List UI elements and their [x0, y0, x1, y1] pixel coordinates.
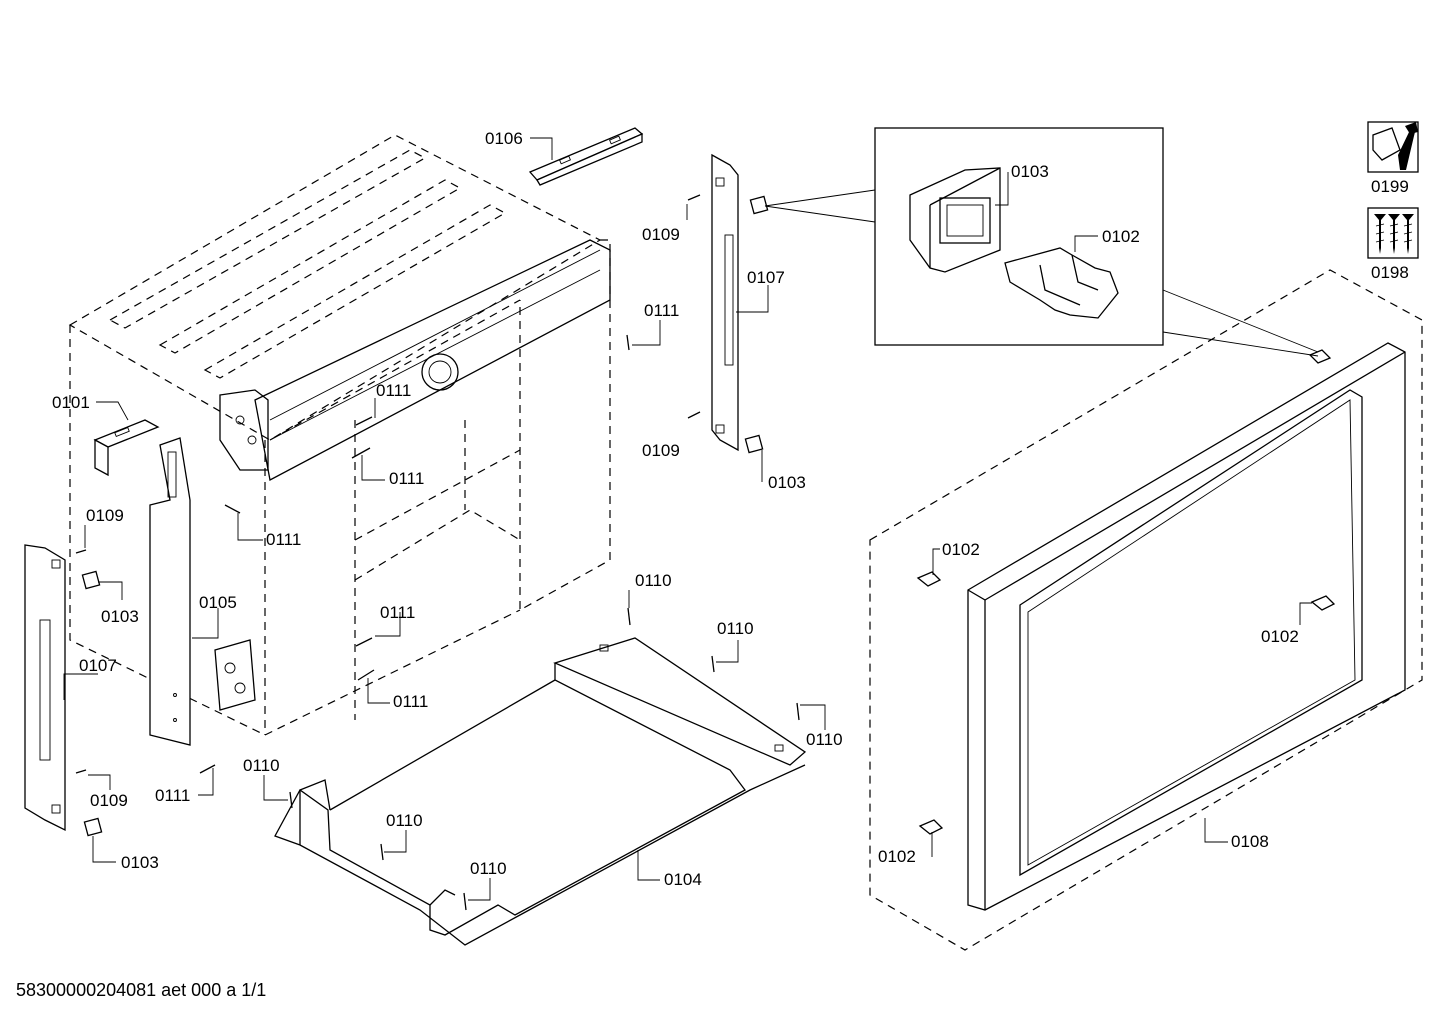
part-0108-door-frame: [869, 269, 1423, 951]
label-0111-f: 0111: [393, 692, 428, 711]
label-0106: 0106: [485, 129, 523, 148]
label-0104: 0104: [664, 870, 702, 889]
label-0111-e: 0111: [380, 603, 415, 622]
part-0101-bracket: [93, 419, 160, 477]
part-0105-bar: [149, 437, 191, 746]
part-0106-bracket: [528, 127, 644, 186]
part-0103-clips: [81, 195, 769, 837]
label-0109-bottom: 0109: [90, 791, 128, 810]
label-0111-a: 0111: [644, 301, 679, 320]
label-0110-c: 0110: [806, 730, 843, 749]
label-0102-d: 0102: [878, 847, 916, 866]
label-0103-c: 0103: [121, 853, 159, 872]
label-0110-d: 0110: [243, 756, 280, 775]
part-0104-bottom-plate: [274, 637, 807, 946]
screw-set-icon: [1367, 207, 1419, 259]
label-0102-b: 0102: [942, 540, 980, 559]
oven-housing: [68, 134, 611, 736]
label-0101: 0101: [52, 393, 90, 412]
label-0111-b: 0111: [376, 381, 411, 400]
label-0103-b: 0103: [101, 607, 139, 626]
part-0107-left-rail: [24, 544, 66, 832]
label-0110-a: 0110: [635, 571, 672, 590]
label-0107-right: 0107: [747, 268, 785, 287]
label-0199: 0199: [1371, 177, 1409, 196]
label-0198: 0198: [1371, 263, 1409, 282]
label-0103-d: 0103: [1011, 162, 1049, 181]
part-labels: 0106 0109 0107 0111 0109 0103 0101 0111 …: [52, 129, 1409, 889]
screws: [75, 194, 800, 911]
label-0109-left: 0109: [86, 506, 124, 525]
label-0111-c: 0111: [389, 469, 424, 488]
label-0102-c: 0102: [1261, 627, 1299, 646]
label-0107-left: 0107: [79, 656, 117, 675]
label-0111-d: 0111: [266, 530, 301, 549]
label-0108: 0108: [1231, 832, 1269, 851]
label-0110-f: 0110: [470, 859, 507, 878]
document-id-footer: 58300000204081 aet 000 a 1/1: [16, 980, 267, 1000]
label-0110-b: 0110: [717, 619, 754, 638]
part-0107-right-rail: [711, 153, 739, 452]
label-0109-top: 0109: [642, 225, 680, 244]
label-0105: 0105: [199, 593, 237, 612]
label-0109-mid: 0109: [642, 441, 680, 460]
leader-lines: [63, 137, 1312, 901]
wrench-nut-icon: [1367, 121, 1419, 173]
control-panel: [214, 239, 611, 711]
label-0111-g: 0111: [155, 786, 190, 805]
detail-inset: [764, 127, 1319, 357]
label-0110-e: 0110: [386, 811, 423, 830]
label-0102-a: 0102: [1102, 227, 1140, 246]
part-0102-clips: [916, 349, 1336, 835]
label-0103-a: 0103: [768, 473, 806, 492]
